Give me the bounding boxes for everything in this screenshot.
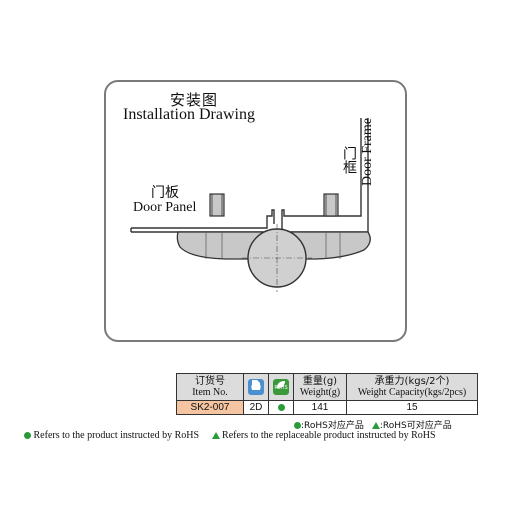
cad-cell: 2D [243, 400, 269, 415]
door-panel-label-cn: 门板 [151, 185, 179, 201]
capacity-cell: 15 [346, 400, 478, 415]
door-frame-plate [281, 118, 362, 224]
rohs-triangle-icon [211, 432, 220, 440]
spec-table: 订货号 Item No. CAD RoHS 重量(g) Weight(g) 承重… [176, 373, 478, 415]
header-item-no: 订货号 Item No. [176, 373, 244, 401]
door-frame-label-en: Door Frame [360, 118, 375, 187]
rohs-dot-icon [24, 432, 31, 440]
screw-right [323, 193, 339, 217]
drawing-title-en: Installation Drawing [123, 106, 255, 123]
legend-short: :RoHS对应产品:RoHS可对应产品 [294, 418, 452, 431]
rohs-cell [268, 400, 294, 415]
item-no-cell: SK2-007 [176, 400, 244, 415]
spec-table-header: 订货号 Item No. CAD RoHS 重量(g) Weight(g) 承重… [176, 373, 478, 401]
door-frame-label-cn: 门框 [341, 146, 357, 174]
hinge-diagram [130, 118, 371, 292]
header-capacity: 承重力(kgs/2个) Weight Capacity(kgs/2pcs) [346, 373, 478, 401]
rohs-leaf-icon: RoHS [273, 379, 289, 395]
rohs-dot-icon [277, 403, 285, 411]
weight-cell: 141 [293, 400, 347, 415]
installation-drawing-frame [104, 80, 407, 342]
header-weight: 重量(g) Weight(g) [293, 373, 347, 401]
screw-left [209, 193, 225, 217]
header-cad: CAD [243, 373, 269, 401]
door-panel-plate [131, 209, 275, 229]
rohs-dot-icon [294, 422, 301, 429]
cad-file-icon: CAD [248, 379, 264, 395]
legend-long: Refers to the product instructed by RoHS… [24, 430, 436, 441]
table-row: SK2-007 2D 141 15 [176, 400, 478, 415]
drawing-title-cn: 安装图 [170, 91, 219, 109]
header-rohs: RoHS [268, 373, 294, 401]
rohs-triangle-icon [371, 422, 380, 429]
door-panel-label-en: Door Panel [133, 200, 197, 215]
